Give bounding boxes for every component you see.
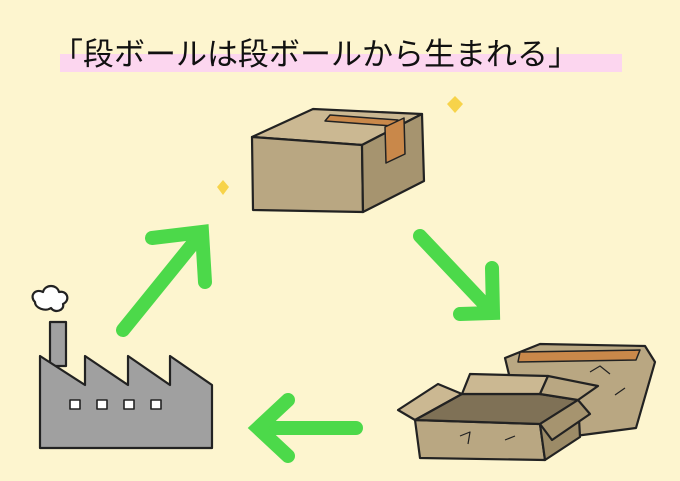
arrow-icon bbox=[116, 224, 212, 337]
sparkle-icon bbox=[447, 96, 463, 113]
title-banner: 「段ボールは段ボールから生まれる」 bbox=[52, 34, 622, 76]
used-cardboard-boxes-icon bbox=[396, 342, 657, 462]
factory-icon bbox=[31, 284, 214, 450]
title-highlight bbox=[60, 54, 622, 72]
new-cardboard-box-icon bbox=[250, 107, 426, 214]
diagram-title: 「段ボールは段ボールから生まれる」 bbox=[52, 37, 579, 73]
sparkle-icon bbox=[217, 180, 229, 195]
arrow-icon bbox=[247, 393, 363, 463]
arrow-icon bbox=[413, 229, 501, 321]
